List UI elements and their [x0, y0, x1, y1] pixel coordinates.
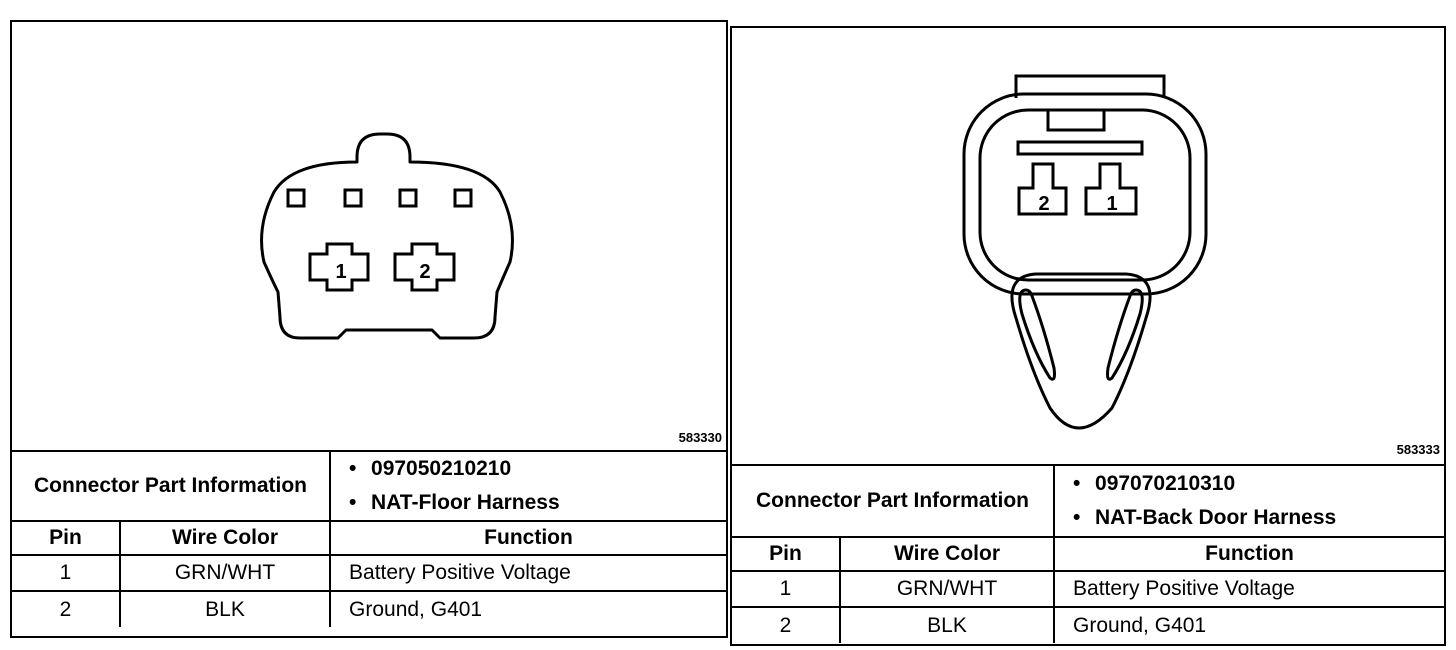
table-row: 1 GRN/WHT Battery Positive Voltage	[12, 554, 726, 592]
clip-slot-right	[1106, 288, 1144, 381]
connector-panel-back-door: 2 1 583333 Connector Part Information 09…	[730, 26, 1446, 646]
pin-cell: 1	[12, 554, 121, 592]
pin-cell: 2	[12, 590, 121, 627]
figure-number: 583330	[678, 430, 722, 445]
pin-cell: 2	[732, 606, 841, 643]
pin-terminal-2	[393, 242, 456, 292]
function-cell: Ground, G401	[329, 590, 726, 627]
cavity-slot	[343, 188, 363, 208]
function-cell: Ground, G401	[1053, 606, 1444, 643]
connector-pinout-table: Connector Part Information 097050210210 …	[12, 450, 726, 627]
cavity-slot	[398, 188, 418, 208]
column-header-pin: Pin	[12, 520, 121, 556]
cavity-slot	[453, 188, 473, 208]
connector-body-outline	[962, 92, 1208, 296]
part-info-values: 097070210310 NAT-Back Door Harness	[1053, 464, 1444, 538]
table-row: 1 GRN/WHT Battery Positive Voltage	[732, 570, 1444, 608]
pin-label: 1	[335, 261, 346, 283]
harness-name: NAT-Back Door Harness	[1095, 501, 1438, 535]
wire-color-cell: GRN/WHT	[838, 570, 1056, 608]
part-number: 097070210310	[1095, 467, 1438, 501]
pin-label: 1	[1106, 193, 1117, 215]
column-header-wire-color: Wire Color	[838, 536, 1056, 572]
connector-face-diagram: 1 2 583330	[12, 22, 726, 450]
figure-number: 583333	[1396, 442, 1440, 457]
pin-terminal-2	[1017, 162, 1068, 216]
table-row: 2 BLK Ground, G401	[12, 590, 726, 627]
part-info-values: 097050210210 NAT-Floor Harness	[329, 450, 726, 522]
part-info-label: Connector Part Information	[12, 450, 332, 522]
column-header-wire-color: Wire Color	[118, 520, 332, 556]
connector-panel-floor: 1 2 583330 Connector Part Information 09…	[10, 20, 728, 638]
column-header-function: Function	[329, 520, 726, 556]
wire-color-cell: BLK	[118, 590, 332, 627]
lock-tab	[1014, 74, 1166, 98]
terminal-bar	[1016, 140, 1144, 156]
pin-terminal-1	[308, 242, 370, 292]
connector-pinout-table: Connector Part Information 097070210310 …	[732, 464, 1444, 643]
pin-cell: 1	[732, 570, 841, 608]
clip-slot-left	[1018, 288, 1056, 381]
part-info-label: Connector Part Information	[732, 464, 1056, 538]
connector-body-outline	[260, 132, 514, 340]
part-number: 097050210210	[371, 452, 720, 486]
mounting-clip	[1010, 272, 1152, 430]
function-cell: Battery Positive Voltage	[1053, 570, 1444, 608]
pin-terminal-1	[1084, 162, 1138, 216]
connector-face-view-back-door: 2 1	[962, 74, 1208, 430]
column-header-function: Function	[1053, 536, 1444, 572]
wire-color-cell: BLK	[838, 606, 1056, 643]
pin-label: 2	[419, 261, 430, 283]
harness-name: NAT-Floor Harness	[371, 486, 720, 520]
connector-face-view-floor: 1 2	[260, 132, 514, 340]
column-header-pin: Pin	[732, 536, 841, 572]
key-slot	[1046, 108, 1106, 132]
table-row: 2 BLK Ground, G401	[732, 606, 1444, 643]
cavity-slot	[286, 188, 306, 208]
connector-face-diagram: 2 1 583333	[732, 28, 1444, 464]
function-cell: Battery Positive Voltage	[329, 554, 726, 592]
wire-color-cell: GRN/WHT	[118, 554, 332, 592]
pin-label: 2	[1038, 193, 1049, 215]
